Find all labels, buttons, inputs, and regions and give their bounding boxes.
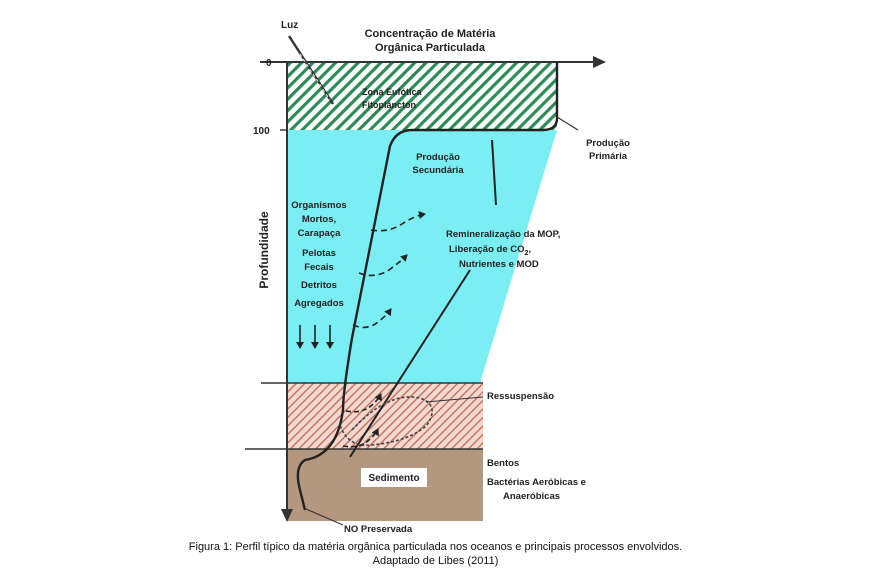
primary-production-label: Produção [586, 138, 630, 149]
sediment-label: Sedimento [368, 473, 419, 484]
pom-concentration-curve [296, 62, 559, 511]
secondary-production-label: Produção [416, 152, 460, 163]
euphotic-zone-label: Zona Eufótica [362, 87, 422, 97]
remineralization-diagonal-line [349, 269, 471, 458]
remineralization-arrow-2 [358, 254, 408, 277]
euphotic-zone [287, 62, 557, 130]
depth-tick-100: 100 [253, 126, 270, 137]
light-label: Luz [281, 20, 298, 31]
depth-tick-0: 0 [266, 58, 272, 69]
resuspension-arrow-2 [342, 428, 379, 448]
light-arrow [287, 35, 335, 105]
depth-axis-label: Profundidade [257, 211, 271, 289]
remineralization-label-line3: Nutrientes e MOD [459, 259, 539, 270]
resuspension-leader [425, 396, 484, 403]
benthos-label: Bentos [487, 458, 519, 469]
sinking-item: Pelotas [302, 248, 336, 259]
preserved-organic-matter-label: NO Preservada [344, 524, 413, 535]
primary-production-leader [556, 116, 579, 131]
resuspension-zone [287, 383, 483, 449]
resuspension-loop [339, 396, 433, 447]
bacteria-label-line2: Anaeróbicas [503, 491, 560, 502]
resuspension-label: Ressuspensão [487, 391, 554, 402]
depth-axis-arrowhead [281, 509, 293, 522]
secondary-production-label-line2: Secundária [412, 165, 464, 176]
sinking-item: Mortos, [302, 214, 336, 225]
figure-caption: Figura 1: Perfil típico da matéria orgân… [188, 541, 683, 553]
concentration-axis-title: Concentração de Matéria [365, 28, 497, 40]
remineralization-label: Remineralização da MOP, [446, 229, 560, 240]
sinking-item: Agregados [294, 298, 344, 309]
preserved-leader [305, 508, 344, 526]
primary-production-label-line2: Primária [589, 151, 628, 162]
concentration-axis-title-line2: Orgânica Particulada [375, 42, 486, 54]
sinking-item: Carapaça [298, 228, 341, 239]
figure-caption-source: Adaptado de Libes (2011) [372, 555, 499, 567]
sinking-item: Fecais [304, 262, 334, 273]
sinking-item: Detritos [301, 280, 337, 291]
sediment-label-box [361, 468, 427, 487]
resuspension-arrow-1 [345, 393, 382, 413]
remineralization-label-line2: Liberação de CO2, [449, 244, 531, 257]
concentration-axis-arrowhead [593, 56, 606, 68]
remineralization-arrow-1 [370, 211, 426, 232]
bacteria-label: Bactérias Aeróbicas e [487, 477, 586, 488]
sinking-item: Organismos [291, 200, 346, 211]
phytoplankton-label: Fitoplâncton [362, 100, 416, 110]
remineralization-upper-line [491, 139, 497, 206]
